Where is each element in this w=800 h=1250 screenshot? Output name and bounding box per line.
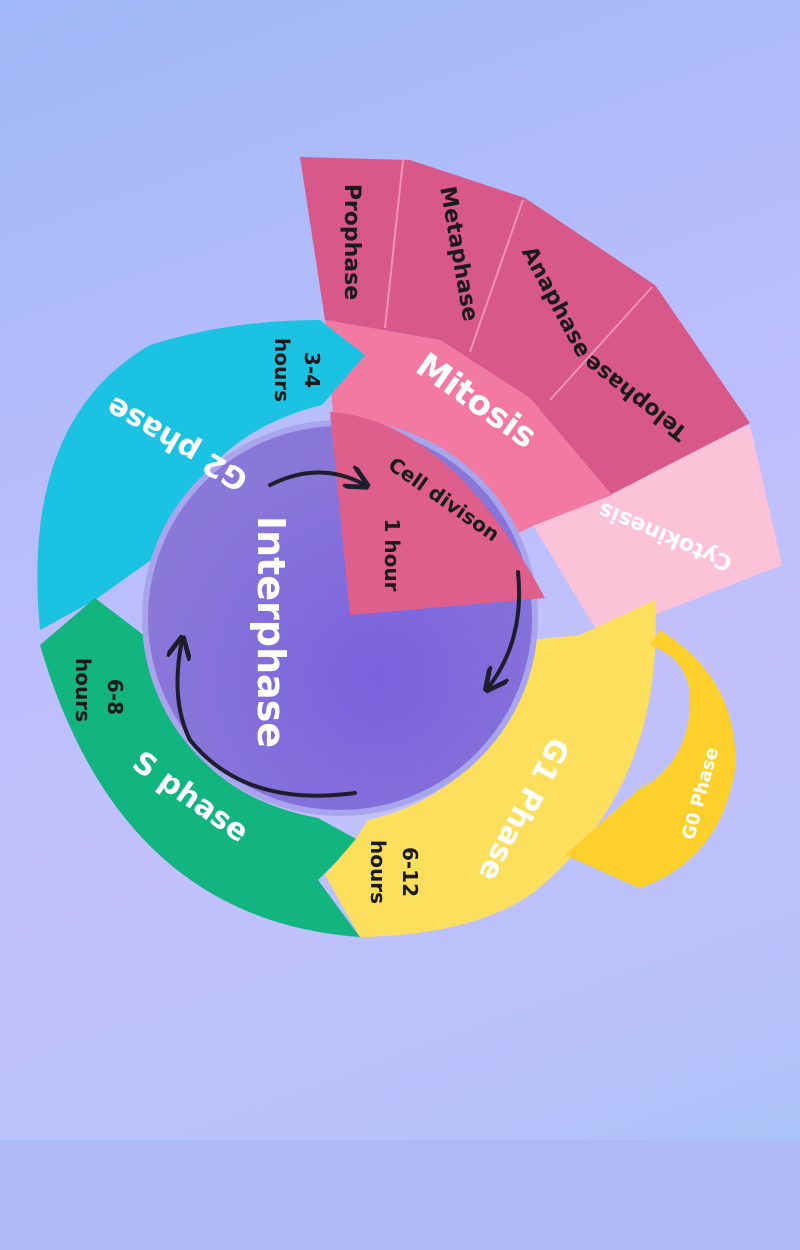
s-duration-unit: hours: [71, 658, 95, 722]
bottom-band: [0, 1140, 800, 1250]
arrow-bottom-left-icon: [178, 640, 357, 798]
g2-duration-unit: hours: [270, 338, 294, 402]
interphase-label: Interphase: [249, 516, 293, 748]
s-duration-value: 6-8: [103, 679, 127, 715]
arrow-right-icon: [488, 570, 522, 688]
stage-prophase: Prophase: [339, 184, 364, 300]
g2-phase-segment: [37, 320, 365, 630]
cell-division-segment: [330, 412, 545, 615]
cycle-arrows: [178, 473, 522, 798]
stage-dividers: [384, 159, 653, 401]
g0-phase-arrow: [565, 630, 736, 895]
g1-duration-unit: hours: [366, 840, 390, 904]
cytokinesis-segment: [530, 425, 782, 636]
cell-division-duration: 1 hour: [380, 519, 404, 592]
g1-duration-value: 6-12: [398, 847, 422, 897]
mitosis-stages-band: [300, 157, 750, 495]
g2-duration-value: 3-4: [300, 352, 324, 388]
arrow-top-icon: [268, 473, 365, 486]
s-phase-segment: [40, 598, 360, 937]
